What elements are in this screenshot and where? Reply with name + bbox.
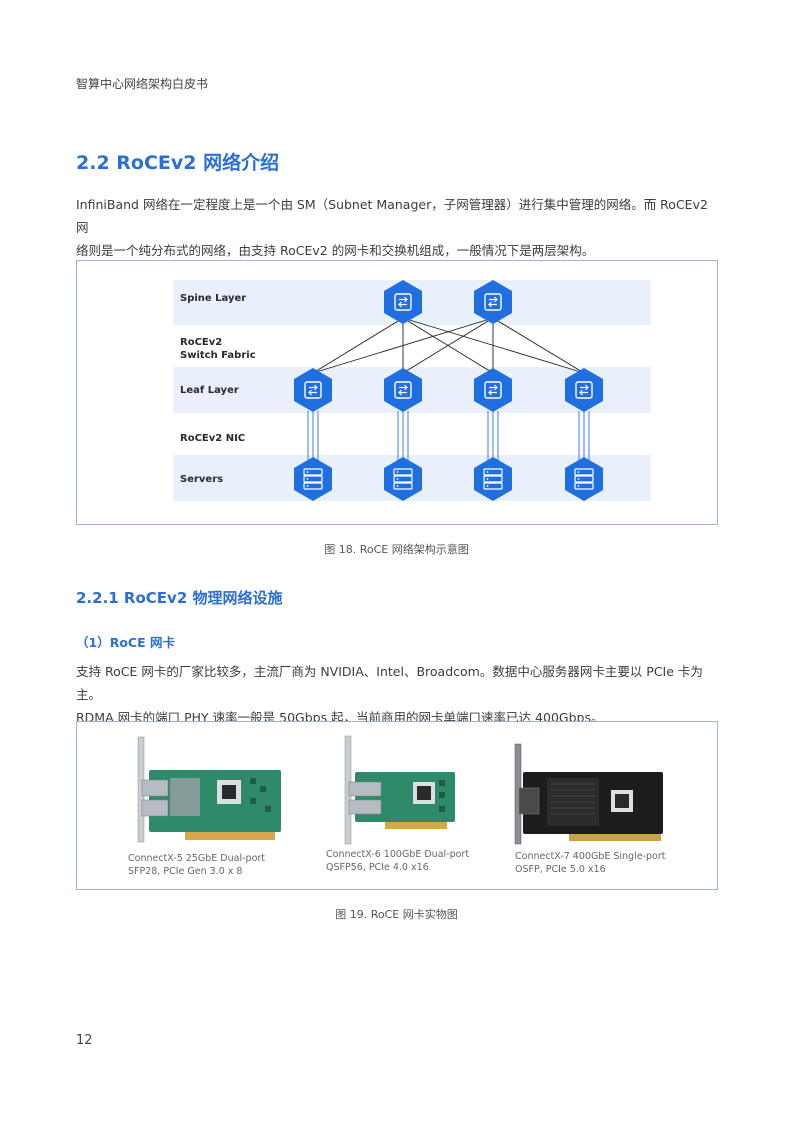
link [312,317,404,374]
network-architecture-diagram: Spine Layer RoCEv2 Switch Fabric Leaf La… [173,279,651,502]
link [312,317,494,374]
section-heading: 2.2 RoCEv2 网络介绍 [76,152,280,174]
intro-paragraph: InfiniBand 网络在一定程度上是一个由 SM（Subnet Manage… [76,193,721,262]
running-header: 智算中心网络架构白皮书 [76,77,209,91]
nic-card-connectx6: ConnectX-6 100GbE Dual-port QSFP56, PCIe… [325,734,505,884]
fabric-label-line1: RoCEv2 [180,337,222,348]
leaf-layer-label: Leaf Layer [180,385,239,396]
subsection-heading: 2.2.1 RoCEv2 物理网络设施 [76,589,283,607]
fabric-label-line2: Switch Fabric [180,350,256,361]
nic-photo-figure: ConnectX-5 25GbE Dual-port SFP28, PCIe G… [76,721,718,890]
nic-card-image [344,735,455,845]
network-architecture-figure: Spine Layer RoCEv2 Switch Fabric Leaf La… [76,260,718,525]
nic-card-label: ConnectX-6 100GbE Dual-port QSFP56, PCIe… [326,848,469,874]
intro-line-1: InfiniBand 网络在一定程度上是一个由 SM（Subnet Manage… [76,197,708,235]
link [492,317,585,374]
nic-card-image [137,736,281,843]
nic-card-label-line1: ConnectX-5 25GbE Dual-port [128,853,266,864]
nic-card-connectx5: ConnectX-5 25GbE Dual-port SFP28, PCIe G… [125,734,305,884]
nic-paragraph: 支持 RoCE 网卡的厂家比较多，主流厂商为 NVIDIA、Intel、Broa… [76,660,721,729]
intro-line-2: 络则是一个纯分布式的网络，由支持 RoCEv2 的网卡和交换机组成，一般情况下是… [76,243,595,258]
nic-card-label-line1: ConnectX-6 100GbE Dual-port [326,849,470,860]
nic-para-line-1: 支持 RoCE 网卡的厂家比较多，主流厂商为 NVIDIA、Intel、Broa… [76,664,703,702]
nic-card-image [514,743,663,845]
nic-card-label-line2: SFP28, PCIe Gen 3.0 x 8 [128,866,243,877]
figure-19-caption: 图 19. RoCE 网卡实物图 [335,908,458,921]
nic-card-label: ConnectX-7 400GbE Single-port OSFP, PCIe… [515,850,665,876]
spine-layer-label: Spine Layer [180,293,246,304]
figure-18-caption: 图 18. RoCE 网络架构示意图 [324,543,469,556]
nic-card-label: ConnectX-5 25GbE Dual-port SFP28, PCIe G… [128,852,265,878]
nic-card-connectx7: ConnectX-7 400GbE Single-port OSFP, PCIe… [509,734,689,884]
nic-card-label-line2: QSFP56, PCIe 4.0 x16 [326,862,429,873]
nic-label: RoCEv2 NIC [180,433,245,444]
nic-card-label-line2: OSFP, PCIe 5.0 x16 [515,864,606,875]
link [402,317,494,374]
link [402,317,585,374]
nic-links [307,411,590,461]
servers-label: Servers [180,474,223,485]
item-heading: （1）RoCE 网卡 [76,635,175,650]
page-number: 12 [76,1033,93,1048]
fabric-links [312,317,585,374]
nic-card-label-line1: ConnectX-7 400GbE Single-port [515,851,666,862]
